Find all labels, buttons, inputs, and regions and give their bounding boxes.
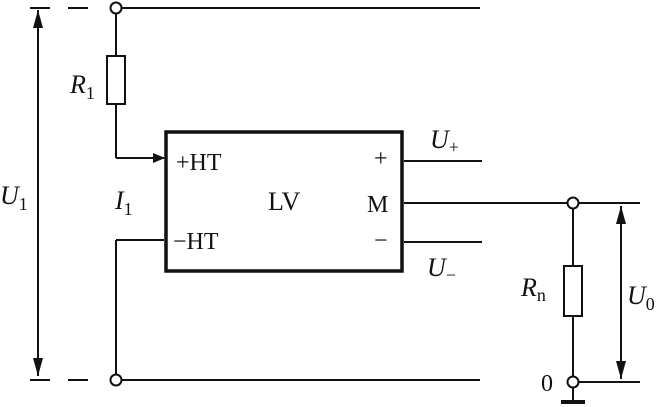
u1-voltage-arrow (33, 10, 43, 376)
module-name: LV (268, 187, 300, 216)
output-terminal-m (566, 196, 580, 210)
label-u0: U0 (627, 281, 655, 314)
pin-m: M (367, 192, 388, 218)
label-i1: I1 (114, 186, 133, 219)
rn-branch (561, 209, 640, 404)
pin-plus-ht: +HT (176, 150, 222, 176)
top-terminal (109, 1, 123, 15)
label-zero: 0 (541, 371, 553, 397)
label-u-plus: U+ (430, 125, 459, 157)
pin-minus-ht: −HT (173, 229, 219, 255)
output-leads (404, 160, 640, 243)
top-rail (30, 1, 480, 15)
u0-voltage-arrow (616, 206, 626, 379)
label-u-minus: U− (427, 253, 456, 285)
resistor-rn (563, 265, 583, 317)
label-u1: U1 (0, 181, 28, 214)
pin-plus: + (374, 146, 388, 172)
label-rn: Rn (520, 273, 546, 305)
bottom-rail (30, 373, 480, 387)
bottom-terminal (109, 373, 123, 387)
resistor-r1 (106, 55, 126, 105)
pin-minus: − (374, 228, 388, 254)
lv-module-box (164, 130, 404, 273)
r1-branch (106, 14, 165, 163)
label-r1: R1 (69, 70, 95, 103)
ground-terminal (566, 375, 580, 389)
return-branch (115, 239, 164, 374)
